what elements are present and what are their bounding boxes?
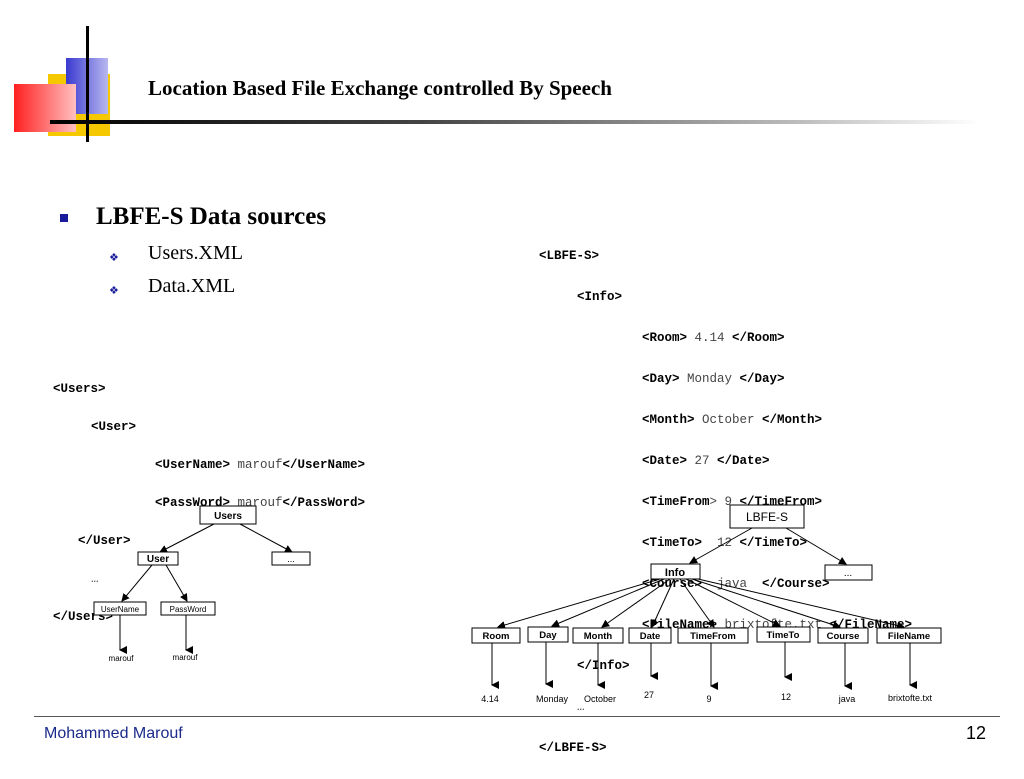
day-node-label: Day (539, 630, 557, 641)
info-node (650, 563, 701, 580)
code-line: <PassWord> marouf</PassWord> (155, 496, 366, 510)
info-node-label: Info (665, 567, 685, 579)
lbfe-sibling-node (824, 564, 873, 581)
code-line: <Info> (577, 289, 623, 304)
code-line: <UserName> marouf</UserName> (155, 458, 366, 472)
code-line: <Users> (53, 382, 106, 396)
username-value: marouf (109, 654, 135, 663)
date-node-label: Date (640, 631, 661, 642)
date-value: 27 (644, 690, 654, 700)
page-number: 12 (966, 723, 987, 743)
course-value: java (838, 694, 856, 704)
code-line: … (91, 572, 99, 586)
users-root-node (199, 505, 257, 525)
timefrom-node-label: TimeFrom (690, 631, 736, 642)
month-value: October (584, 694, 616, 704)
lbfe-root-node (729, 504, 805, 529)
deco-vertical-line (86, 26, 89, 142)
timefrom-node (677, 627, 749, 644)
code-line: </User> (78, 534, 131, 548)
lbfe-sibling-label: ... (844, 568, 852, 579)
timefrom-value: 9 (706, 694, 711, 704)
date-node (628, 627, 672, 644)
course-node-label: Course (827, 631, 860, 642)
password-node-label: PassWord (170, 605, 207, 614)
user-node (137, 551, 179, 566)
footer-divider (34, 716, 1000, 717)
timeto-value: 12 (781, 692, 791, 702)
course-node (817, 627, 869, 644)
timeto-node-label: TimeTo (767, 630, 800, 641)
room-node (471, 627, 521, 644)
code-line: … (577, 699, 585, 714)
users-xml-code: <Users> <User> <UserName> marouf</UserNa… (53, 361, 365, 646)
code-line: <TimeTo> 12 </TimeTo> (642, 535, 808, 550)
bullet-square-icon (60, 214, 68, 222)
users-sibling-label: ... (287, 554, 295, 564)
user-node-label: User (147, 554, 169, 565)
month-node (572, 627, 624, 644)
filename-value: brixtofte.txt (888, 693, 933, 703)
lbfe-tree: LBFE-S Info ... Room Day Month Date Time… (471, 504, 942, 704)
slide-title: Location Based File Exchange controlled … (148, 76, 612, 100)
username-node-label: UserName (101, 605, 140, 614)
room-value: 4.14 (481, 694, 499, 704)
code-line: </LBFE-S> (539, 740, 607, 755)
password-node (160, 601, 216, 616)
filename-node-label: FileName (888, 631, 930, 642)
username-node (93, 601, 147, 616)
day-value: Monday (536, 694, 569, 704)
code-line: </Info> (577, 658, 630, 673)
day-node (527, 626, 569, 643)
filename-node (876, 627, 942, 644)
bullet-users-xml: Users.XML (148, 242, 243, 264)
room-node-label: Room (483, 631, 510, 642)
code-line: <Month> October </Month> (642, 412, 823, 427)
code-line: <LBFE-S> (539, 248, 600, 263)
code-line: <Day> Monday </Day> (642, 371, 785, 386)
deco-red-square (14, 84, 76, 132)
footer-author: Mohammed Marouf (44, 725, 183, 742)
diamond-bullet-icon: ❖ (109, 252, 119, 264)
title-underline (50, 120, 980, 124)
users-tree: Users User ... UserName PassWord marouf … (93, 505, 311, 663)
lbfe-root-label: LBFE-S (746, 510, 788, 524)
timeto-node (756, 626, 811, 643)
diamond-bullet-icon: ❖ (109, 285, 119, 297)
month-node-label: Month (584, 631, 613, 642)
users-root-label: Users (214, 511, 242, 522)
code-line: <Room> 4.14 </Room> (642, 330, 785, 345)
section-heading: LBFE-S Data sources (96, 203, 327, 230)
bullet-data-xml: Data.XML (148, 275, 236, 297)
password-value: marouf (173, 653, 199, 662)
users-sibling-node (271, 551, 311, 566)
code-line: <Date> 27 </Date> (642, 453, 770, 468)
code-line: <User> (91, 420, 137, 434)
